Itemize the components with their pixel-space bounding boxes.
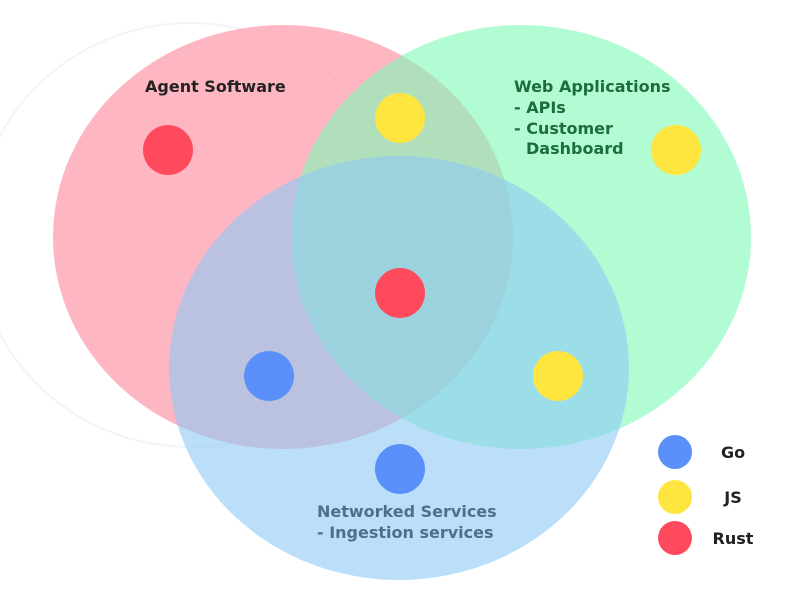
legend-label-js: JS <box>723 488 741 507</box>
marker-rust-all-three <box>375 268 425 318</box>
networked-services-label: Networked Services - Ingestion services <box>317 502 497 542</box>
networked-services-title: Networked Services <box>317 502 497 521</box>
legend: Go JS Rust <box>658 435 754 555</box>
legend-swatch-go <box>658 435 692 469</box>
web-applications-label: Web Applications - APIs - Customer Dashb… <box>514 77 671 158</box>
marker-js-web-network <box>533 351 583 401</box>
networked-services-item: - Ingestion services <box>317 523 494 542</box>
web-applications-title: Web Applications <box>514 77 671 96</box>
marker-js-web-only <box>651 125 701 175</box>
agent-software-label: Agent Software <box>145 77 286 96</box>
legend-swatch-js <box>658 480 692 514</box>
language-markers <box>143 93 701 494</box>
legend-label-rust: Rust <box>713 529 754 548</box>
marker-rust-agent-only <box>143 125 193 175</box>
web-applications-item: - APIs <box>514 98 566 117</box>
marker-go-network-only <box>375 444 425 494</box>
networked-services-circle <box>169 156 629 580</box>
web-applications-item: - Customer <box>514 119 613 138</box>
marker-go-agent-network <box>244 351 294 401</box>
legend-label-go: Go <box>721 443 745 462</box>
marker-js-agent-web <box>375 93 425 143</box>
web-applications-item: Dashboard <box>526 139 624 158</box>
legend-swatch-rust <box>658 521 692 555</box>
